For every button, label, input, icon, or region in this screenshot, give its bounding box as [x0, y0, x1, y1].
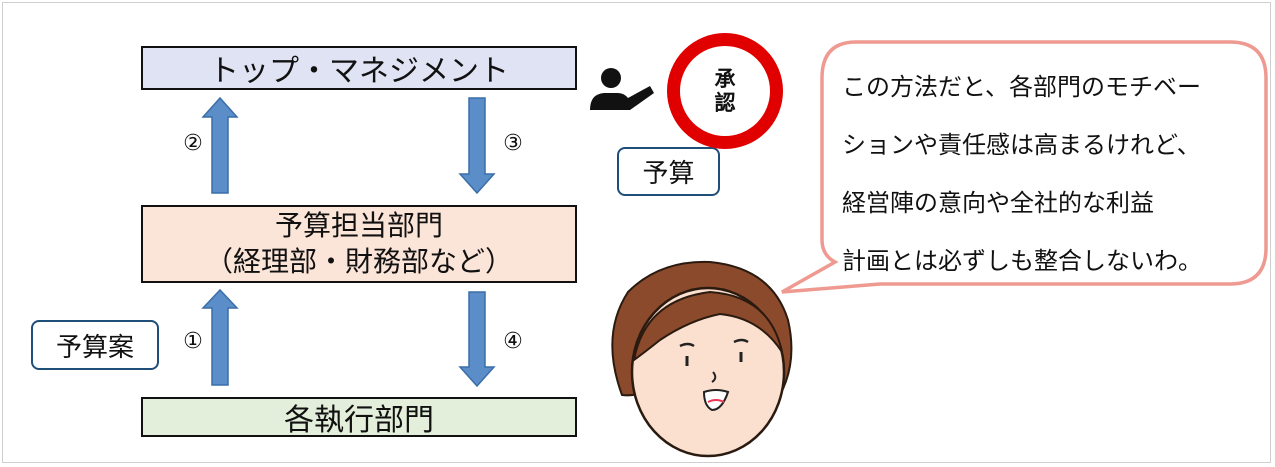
step-1-label: ① [183, 329, 203, 354]
budget-department-sublabel: （経理部・財務部など） [204, 245, 513, 278]
speech-bubble-text: この方法だと、各部門のモチベー ションや責任感は高まるけれど、 経営陣の意向や全… [842, 58, 1242, 290]
approval-stamp: 承認 [667, 33, 783, 149]
presenter-icon [590, 68, 654, 110]
arrow-down-4 [458, 291, 496, 388]
speech-line-3: 経営陣の意向や全社的な利益 [842, 189, 1154, 217]
speech-line-1: この方法だと、各部門のモチベー [842, 73, 1202, 101]
approval-stamp-label: 承認 [714, 67, 736, 115]
arrow-up-1 [201, 288, 239, 386]
top-management-box: トップ・マネジメント [141, 46, 577, 90]
budget-department-label: 予算担当部門 [274, 209, 443, 242]
executing-departments-label: 各執行部門 [284, 403, 434, 438]
woman-face-icon [611, 260, 793, 458]
budget-department-box: 予算担当部門 （経理部・財務部など） [141, 205, 577, 283]
step-2-label: ② [183, 131, 203, 156]
executing-departments-box: 各執行部門 [141, 397, 577, 438]
speech-line-2: ションや責任感は高まるけれど、 [842, 131, 1201, 159]
budget-proposal-tag-label: 予算案 [55, 332, 134, 363]
step-4-label: ④ [503, 329, 523, 354]
top-management-label: トップ・マネジメント [209, 54, 509, 89]
budget-proposal-tag: 予算案 [31, 320, 159, 370]
budget-tag: 予算 [617, 147, 720, 196]
speech-line-4: 計画とは必ずしも整合しないわ。 [842, 247, 1202, 275]
arrow-up-2 [201, 96, 239, 194]
budget-tag-label: 予算 [642, 159, 695, 189]
speech-bubble [781, 40, 1268, 294]
arrow-down-3 [458, 97, 496, 195]
step-3-label: ③ [503, 131, 523, 156]
